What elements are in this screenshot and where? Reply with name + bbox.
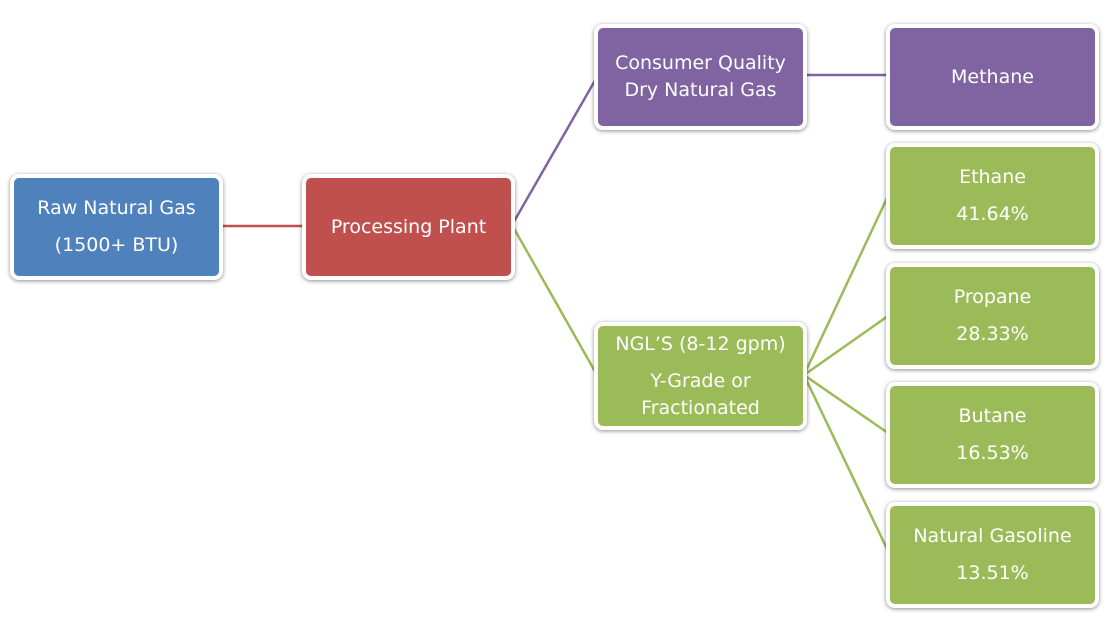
node-dry-natural-gas: Consumer Quality Dry Natural Gas [594, 24, 807, 130]
node-ngls-title: NGL’S (8-12 gpm) [615, 332, 786, 355]
node-raw-natural-gas-title: Raw Natural Gas [37, 197, 196, 219]
node-ethane-percent: 41.64% [956, 203, 1029, 225]
link-processing-plant-to-dry-gas [510, 76, 599, 226]
node-natural-gasoline-percent: 13.51% [956, 562, 1029, 584]
node-butane-percent: 16.53% [956, 442, 1029, 464]
node-ngls: NGL’S (8-12 gpm) Y-Grade or Fractionated [594, 322, 807, 430]
node-ethane-title: Ethane [959, 166, 1026, 188]
link-ngls-to-natural-gasoline [802, 374, 890, 552]
node-dry-natural-gas-line2: Dry Natural Gas [624, 79, 777, 101]
node-butane-title: Butane [958, 405, 1027, 427]
node-methane-title: Methane [951, 65, 1034, 88]
node-methane: Methane [886, 24, 1099, 130]
node-raw-natural-gas-btu: (1500+ BTU) [54, 234, 179, 256]
node-natural-gasoline-title: Natural Gasoline [913, 525, 1072, 547]
link-ngls-to-butane [803, 373, 889, 435]
node-butane: Butane 16.53% [886, 382, 1099, 488]
link-ngls-to-propane [803, 314, 889, 377]
node-propane: Propane 28.33% [886, 263, 1099, 369]
node-ethane: Ethane 41.64% [886, 143, 1099, 249]
node-processing-plant-title: Processing Plant [330, 215, 487, 238]
node-natural-gasoline: Natural Gasoline 13.51% [886, 502, 1099, 608]
node-propane-title: Propane [953, 286, 1032, 308]
link-processing-plant-to-ngls [510, 224, 599, 376]
link-ngls-to-ethane [802, 195, 890, 376]
node-raw-natural-gas: Raw Natural Gas (1500+ BTU) [10, 174, 223, 280]
node-ngls-line2: Y-Grade or [650, 369, 751, 392]
node-propane-percent: 28.33% [956, 323, 1029, 345]
node-processing-plant: Processing Plant [302, 174, 515, 280]
node-ngls-line3: Fractionated [641, 396, 760, 419]
node-dry-natural-gas-line1: Consumer Quality [615, 52, 786, 74]
